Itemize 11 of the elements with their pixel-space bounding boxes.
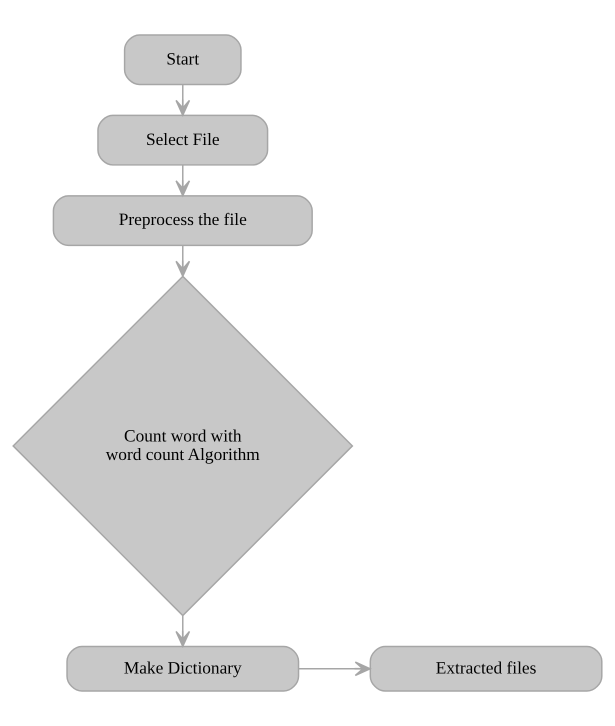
node-box: Start xyxy=(124,34,242,86)
arrow xyxy=(175,616,190,648)
node-diamond: Count word with word count Algorithm xyxy=(12,275,354,617)
node-box: Preprocess the file xyxy=(52,195,313,246)
arrow xyxy=(298,661,371,676)
arrow xyxy=(175,165,190,196)
arrow xyxy=(175,246,190,277)
arrow xyxy=(175,84,190,116)
node-box: Make Dictionary xyxy=(66,646,300,692)
node-box: Extracted files xyxy=(370,646,603,692)
node-box: Select File xyxy=(97,114,268,166)
